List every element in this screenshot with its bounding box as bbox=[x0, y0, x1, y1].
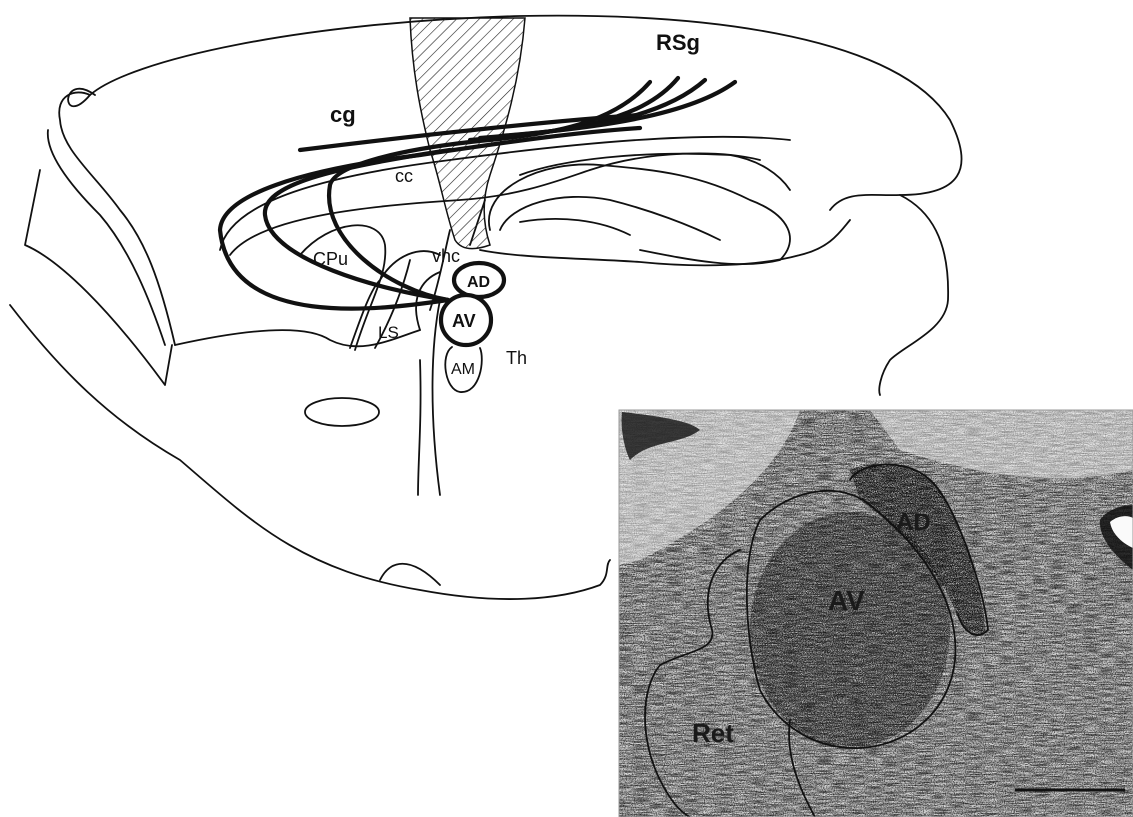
callosal-inner bbox=[520, 154, 790, 190]
olfactory-bulb-outline bbox=[25, 130, 172, 385]
label-am: AM bbox=[451, 361, 475, 378]
corpus-callosum-lower bbox=[230, 153, 760, 255]
micro-label-ret: Ret bbox=[692, 718, 734, 748]
label-ad: AD bbox=[467, 274, 490, 291]
label-cpu: CPu bbox=[313, 249, 348, 269]
descending-tract-b bbox=[433, 300, 441, 495]
hippocampus-base bbox=[480, 220, 850, 265]
frontal-outline bbox=[59, 92, 175, 345]
micro-label-av: AV bbox=[828, 585, 865, 616]
hippocampus-inner bbox=[500, 197, 720, 240]
label-vhc: vhc bbox=[432, 246, 460, 266]
label-cg: cg bbox=[330, 102, 356, 127]
label-av: AV bbox=[452, 311, 476, 331]
label-ls: LS bbox=[378, 323, 399, 342]
ventral-notch bbox=[380, 564, 440, 585]
hippocampus-outer bbox=[489, 164, 790, 264]
label-rsg: RSg bbox=[656, 30, 700, 55]
micrograph-inset: AD AV Ret bbox=[619, 410, 1133, 817]
anterior-commissure bbox=[305, 398, 379, 426]
label-cc: cc bbox=[395, 166, 413, 186]
cpu-outline bbox=[300, 225, 385, 350]
micro-label-ad: AD bbox=[896, 509, 931, 536]
posterior-outline bbox=[879, 195, 948, 395]
descending-tract-a bbox=[418, 360, 421, 495]
label-th: Th bbox=[506, 348, 527, 368]
